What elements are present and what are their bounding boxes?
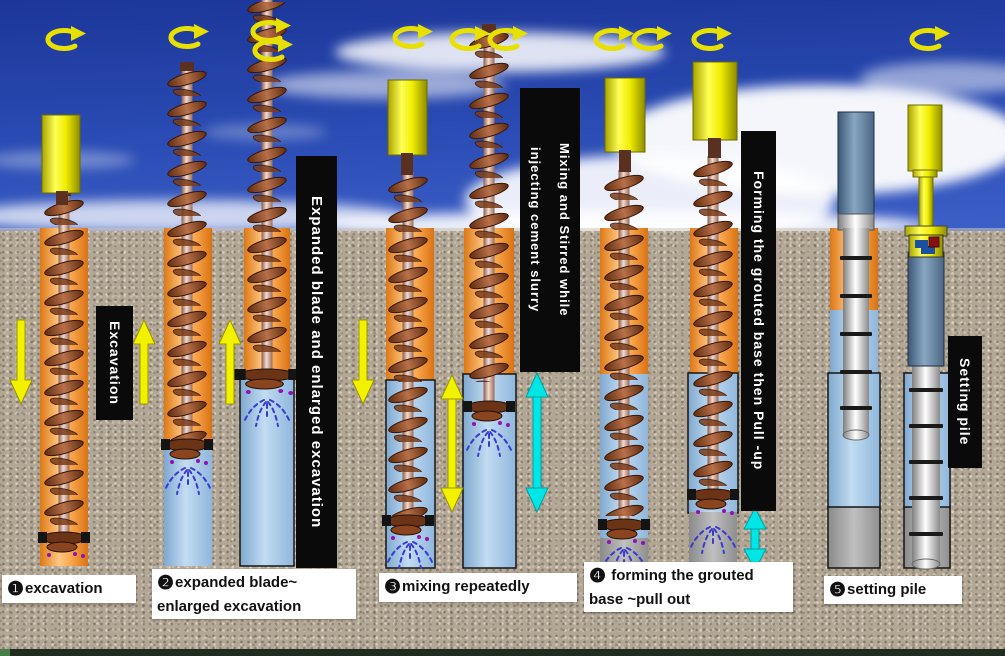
step-label-3: ❸mixing repeatedly [379, 573, 577, 602]
pile-driver-head [907, 104, 943, 172]
step-number-badge: ❹ [589, 566, 607, 587]
down-arrow-icon [351, 319, 375, 406]
step-text: expanded blade~ [175, 574, 298, 591]
step-text: mixing repeatedly [402, 578, 530, 595]
banner-text: Forming the grouted base then Pull -up [751, 171, 767, 471]
rotation-arrow-icon [694, 26, 732, 49]
banner-text: Expanded blade and enlarged excavation [308, 195, 325, 529]
step-number-badge: ❸ [384, 577, 402, 598]
step-label-5: ❺setting pile [824, 576, 962, 604]
banner-expanded-blade: Expanded blade and enlarged excavation [296, 156, 337, 568]
up-down-arrow-icon [743, 506, 767, 572]
up-down-arrow-icon [440, 373, 464, 514]
down-arrow-icon [9, 319, 33, 406]
rig-2-expanded-blade [160, 62, 214, 566]
up-down-arrow-icon [525, 371, 549, 514]
rig-5-slurry-injection [462, 24, 517, 569]
rotation-arrow-icon [48, 26, 86, 49]
banner-text: Mixing and Stirred while [557, 143, 572, 317]
rig-7-pull-up [686, 61, 740, 568]
rig-3-enlarged-excavation [233, 0, 301, 567]
step-label-4: ❹ forming the grouted base ~pull out [584, 562, 793, 612]
banner-mixing-slurry: Mixing and Stirred while injecting cemen… [520, 88, 580, 372]
steel-pile-top [907, 251, 945, 367]
up-arrow-icon [218, 318, 242, 405]
step-number-badge: ❷ [157, 573, 175, 594]
rig-1-excavation [37, 114, 91, 566]
step-number-badge: ❺ [829, 580, 847, 601]
step-label-2: ❷expanded blade~ enlarged excavation [152, 569, 356, 619]
step-text: setting pile [847, 581, 927, 598]
banner-excavation: Excavation [96, 306, 133, 420]
motion-arrows [9, 318, 767, 572]
up-arrow-icon [132, 318, 156, 405]
banner-text: Setting pile [957, 358, 973, 446]
step-text: forming the grouted [607, 567, 754, 584]
rig-6-grouted-base [597, 77, 651, 575]
banner-setting-pile: Setting pile [948, 336, 982, 468]
rotation-arrow-icon [912, 26, 950, 49]
step-text: excavation [25, 580, 103, 597]
silver-pile [843, 228, 869, 435]
banner-text: injecting cement slurry [528, 147, 543, 313]
rotation-arrow-icon [171, 24, 209, 47]
step-number-badge: ❶ [7, 579, 25, 600]
bottom-edge-strip [0, 649, 1005, 656]
banner-text: Excavation [107, 321, 123, 405]
step-text-line2: base ~pull out [589, 591, 691, 608]
rig-9-pile-driver [903, 104, 951, 570]
steel-pile-top [837, 111, 875, 217]
rig-8-setting-pile [827, 111, 881, 569]
step-text-line2: enlarged excavation [157, 598, 302, 615]
rig-4-mixing [381, 79, 436, 569]
banner-forming-base: Forming the grouted base then Pull -up [741, 131, 776, 511]
step-label-1: ❶excavation [2, 575, 136, 603]
